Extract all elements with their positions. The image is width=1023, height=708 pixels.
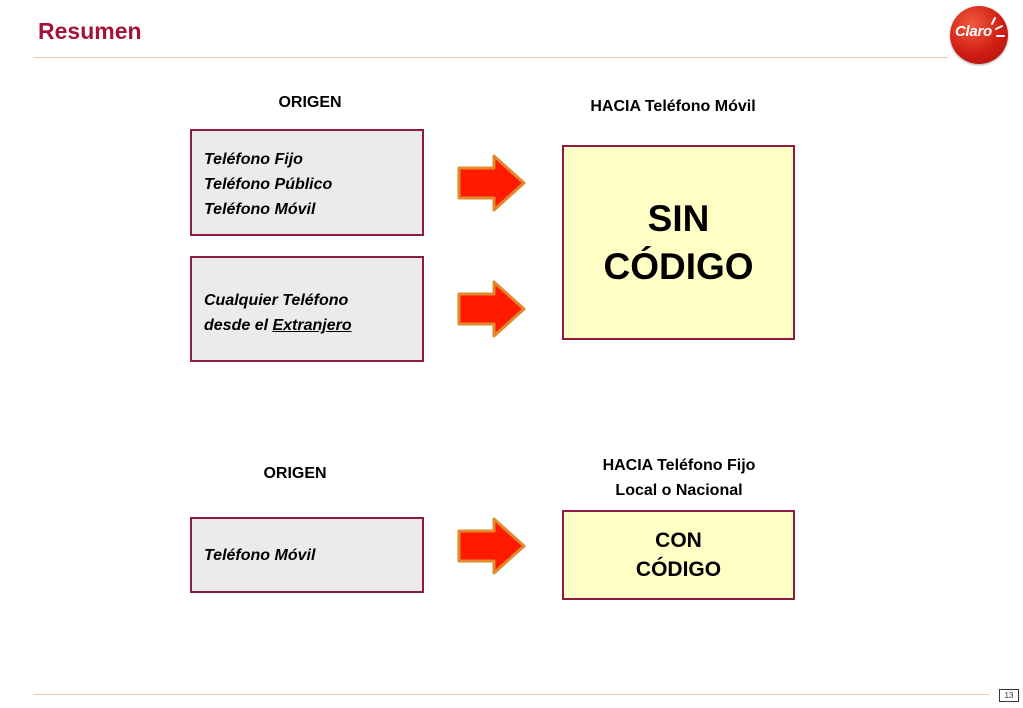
- origin-box-mobile: Teléfono Móvil: [190, 517, 424, 593]
- destination-label-line: HACIA Teléfono Fijo: [602, 457, 756, 474]
- destination-label-mobile: HACIA Teléfono Móvil: [590, 98, 756, 115]
- origin-item: Teléfono Móvil: [204, 201, 316, 218]
- result-line: CÓDIGO: [635, 558, 722, 581]
- page-number: 13: [999, 689, 1019, 702]
- result-box-no-code: SIN CÓDIGO: [562, 145, 795, 340]
- logo-rays-icon: [991, 17, 1005, 37]
- origin-item-prefix: desde el: [204, 317, 273, 334]
- page-title: Resumen: [38, 18, 142, 44]
- origin-item: Cualquier Teléfono: [204, 292, 349, 309]
- origin-item: Teléfono Fijo: [204, 151, 303, 168]
- origin-label-bottom: ORIGEN: [263, 465, 327, 482]
- claro-logo: Claro: [950, 6, 1008, 64]
- origin-item: Teléfono Móvil: [204, 547, 316, 564]
- origin-label-top: ORIGEN: [278, 94, 342, 111]
- origin-box-abroad: Cualquier Teléfono desde el Extranjero: [190, 256, 424, 362]
- footer-divider: [34, 694, 989, 695]
- origin-item-abroad-line: desde el Extranjero: [204, 313, 422, 338]
- origin-item: Teléfono Público: [204, 176, 333, 193]
- destination-label-line: Local o Nacional: [615, 482, 743, 499]
- right-arrow-icon: [457, 154, 526, 212]
- logo-text: Claro: [955, 23, 992, 40]
- result-line: CÓDIGO: [603, 245, 754, 287]
- right-arrow-icon: [457, 517, 526, 575]
- origin-item-underlined: Extranjero: [272, 317, 352, 334]
- header-divider: [34, 57, 948, 58]
- result-line: CON: [655, 529, 702, 552]
- origin-box-phones: Teléfono Fijo Teléfono Público Teléfono …: [190, 129, 424, 236]
- destination-label-landline: HACIA Teléfono Fijo Local o Nacional: [555, 453, 803, 503]
- right-arrow-icon: [457, 280, 526, 338]
- result-box-with-code: CON CÓDIGO: [562, 510, 795, 600]
- result-line: SIN: [647, 197, 710, 239]
